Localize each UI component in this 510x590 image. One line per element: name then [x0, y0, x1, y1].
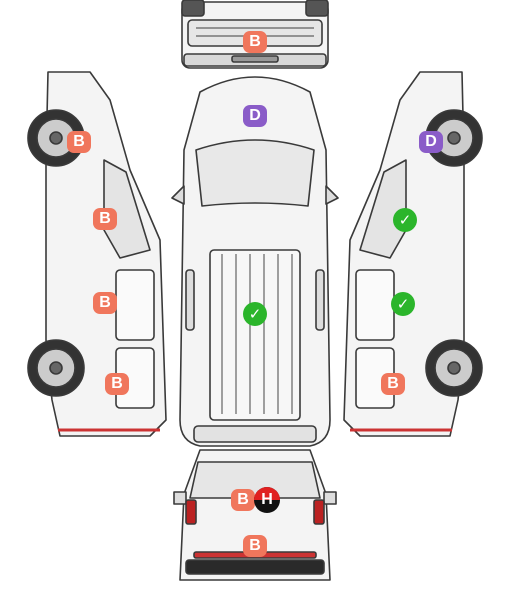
top-view	[171, 76, 339, 447]
marker-rear-window-h[interactable]: H	[254, 487, 280, 513]
marker-left-middle-b[interactable]: B	[93, 292, 117, 314]
marker-right-middle-check[interactable]: ✓	[391, 292, 415, 316]
marker-top-check[interactable]: ✓	[243, 302, 267, 326]
marker-rear-bumper-b[interactable]: B	[243, 535, 267, 557]
marker-rear-window-b[interactable]: B	[231, 489, 255, 511]
marker-right-rear-b[interactable]: B	[381, 373, 405, 395]
marker-left-rear-b[interactable]: B	[105, 373, 129, 395]
marker-left-front-door-b[interactable]: B	[93, 208, 117, 230]
rear-view	[173, 449, 337, 581]
marker-right-front-wheel-d[interactable]: D	[419, 131, 443, 153]
marker-roof-d[interactable]: D	[243, 105, 267, 127]
marker-left-front-wheel-b[interactable]: B	[67, 131, 91, 153]
marker-front-b[interactable]: B	[243, 31, 267, 53]
left-side-view	[27, 71, 167, 437]
marker-h-label: H	[261, 491, 273, 508]
right-side-view	[343, 71, 483, 437]
marker-right-front-door-check[interactable]: ✓	[393, 208, 417, 232]
